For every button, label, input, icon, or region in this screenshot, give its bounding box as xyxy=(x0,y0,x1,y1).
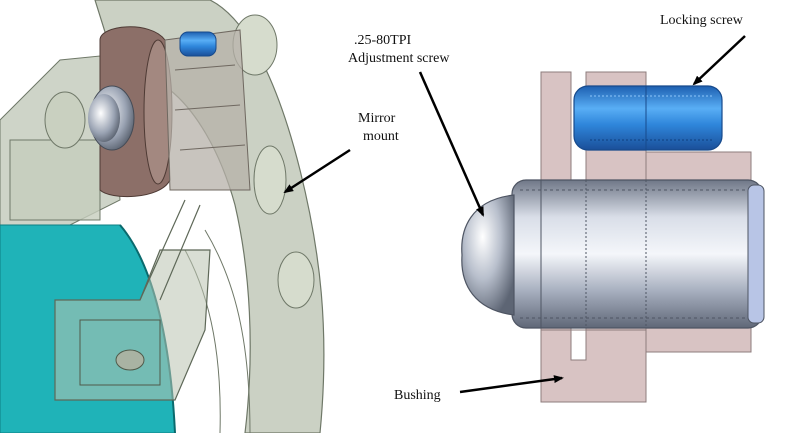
mount-hole xyxy=(44,91,86,149)
mount-hole xyxy=(277,251,315,309)
frame-hole xyxy=(115,349,145,371)
locking-screw xyxy=(573,85,723,151)
mirror-mount-arrow xyxy=(283,148,351,194)
mount-hole xyxy=(253,145,287,215)
bushing-slot xyxy=(570,329,587,361)
locking-screw-arrow xyxy=(692,35,746,86)
label-adjustment-line2: Adjustment screw xyxy=(348,51,450,66)
left-3d-view xyxy=(0,0,325,433)
mount-inner-arc xyxy=(204,229,251,433)
mount-lower-left-block xyxy=(9,139,101,221)
label-adjustment-line1: .25-80TPI xyxy=(354,33,412,48)
screw-end-cap xyxy=(747,184,765,324)
strut xyxy=(139,199,201,301)
bushing-base xyxy=(540,329,647,403)
gray-block-detail xyxy=(174,64,246,151)
locking-screw-3d xyxy=(179,31,217,57)
adjustment-screw-body xyxy=(511,179,763,329)
ball-tip-3d xyxy=(88,94,120,142)
label-bushing: Bushing xyxy=(394,388,441,403)
label-mirror-line2: mount xyxy=(363,129,399,144)
adjustment-screw-dome xyxy=(461,194,515,316)
label-mirror-line1: Mirror xyxy=(358,111,396,126)
label-locking-screw: Locking screw xyxy=(660,13,744,28)
translucent-frame-inner xyxy=(79,319,161,386)
adjustment-screw-arrow xyxy=(418,71,485,217)
bushing-arrow xyxy=(459,375,564,394)
right-side-view xyxy=(461,71,765,403)
